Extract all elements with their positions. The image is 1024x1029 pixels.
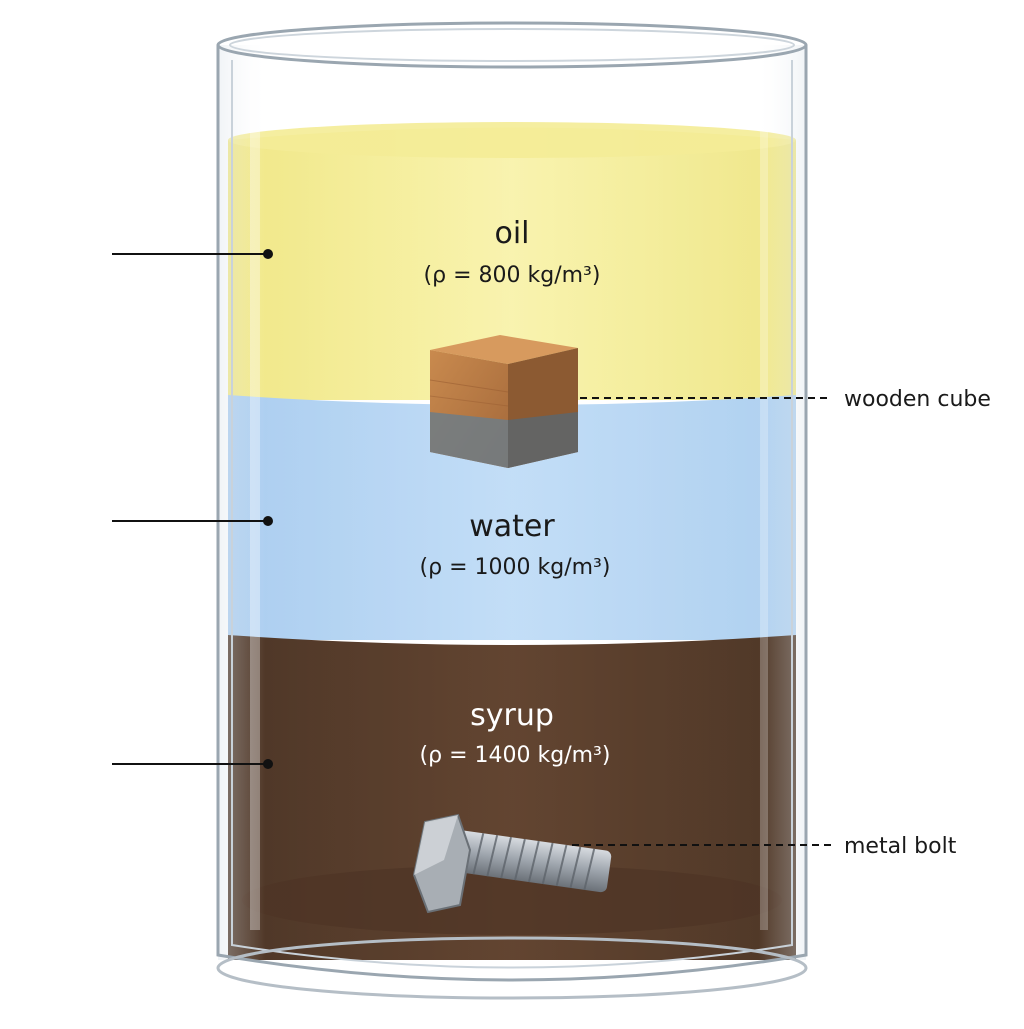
beaker-glass xyxy=(216,21,808,1000)
water-name: water xyxy=(469,509,555,544)
syrup-leader-dot xyxy=(263,759,273,769)
water-leader-dot xyxy=(263,516,273,526)
wooden-cube xyxy=(429,335,578,468)
left-leader-lines xyxy=(112,249,273,769)
water-label-group: water (ρ = 1000 kg/m³) xyxy=(420,509,611,580)
syrup-name: syrup xyxy=(470,698,554,733)
bolt-callout-label: metal bolt xyxy=(844,834,957,859)
syrup-label-group: syrup (ρ = 1400 kg/m³) xyxy=(420,698,611,768)
oil-leader-dot xyxy=(263,249,273,259)
oil-name: oil xyxy=(494,216,529,251)
oil-label-group: oil (ρ = 800 kg/m³) xyxy=(424,216,601,288)
syrup-density: (ρ = 1400 kg/m³) xyxy=(420,743,611,768)
cube-callout: wooden cube xyxy=(580,387,991,412)
bolt-callout: metal bolt xyxy=(572,834,957,859)
water-density: (ρ = 1000 kg/m³) xyxy=(420,555,611,580)
metal-bolt xyxy=(412,813,612,914)
cube-callout-label: wooden cube xyxy=(844,387,991,412)
oil-density: (ρ = 800 kg/m³) xyxy=(424,263,601,288)
